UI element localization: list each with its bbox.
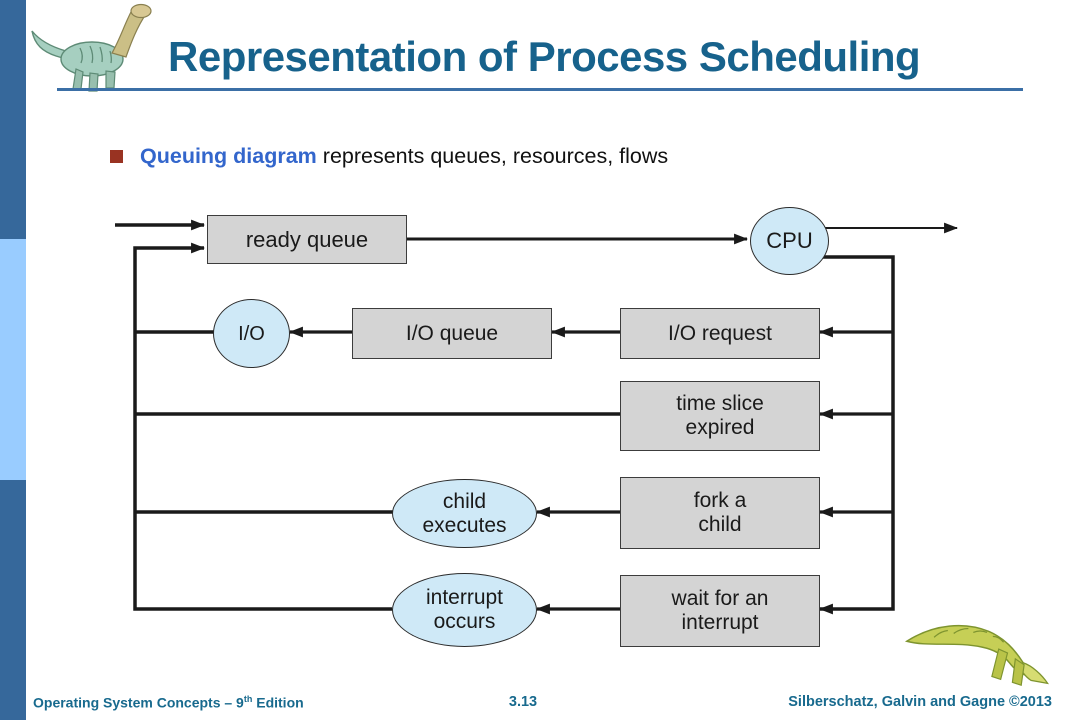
node-io: I/O xyxy=(213,299,290,368)
node-time-slice-expired: time slice expired xyxy=(620,381,820,451)
node-label: I/O request xyxy=(668,321,772,345)
dinosaur-logo xyxy=(31,3,152,92)
bullet-rest: represents queues, resources, flows xyxy=(316,144,669,168)
footer-book-sup: th xyxy=(243,694,253,704)
footer-book-suffix: Edition xyxy=(252,694,304,711)
node-ready-queue: ready queue xyxy=(207,215,407,264)
sidebar-bar-bottom xyxy=(0,480,26,720)
node-label: I/O queue xyxy=(405,321,499,345)
dinosaur-stripes xyxy=(933,627,1005,643)
node-label: ready queue xyxy=(245,226,369,252)
node-wait-for-interrupt: wait for an interrupt xyxy=(620,575,820,647)
node-cpu: CPU xyxy=(750,207,829,275)
dinosaur-stripes xyxy=(79,45,112,64)
node-interrupt-occurs: interrupt occurs xyxy=(392,573,537,647)
bullet-row: Queuing diagram represents queues, resou… xyxy=(110,144,668,169)
title-underline xyxy=(57,88,1023,91)
footer-book-title: Operating System Concepts – 9th Edition xyxy=(33,694,304,711)
line-left-feedback-loop xyxy=(133,242,392,611)
bullet-square-icon xyxy=(110,150,123,163)
dinosaur-tail xyxy=(31,30,74,60)
footer-authors: Silberschatz, Galvin and Gagne ©2013 xyxy=(788,694,1052,710)
node-label: fork a child xyxy=(693,489,747,536)
node-label: I/O xyxy=(238,322,265,345)
page-number: 3.13 xyxy=(508,694,538,710)
node-fork-a-child: fork a child xyxy=(620,477,820,549)
node-label: wait for an interrupt xyxy=(671,587,769,634)
node-label: time slice expired xyxy=(676,392,764,439)
sidebar-bar-top xyxy=(0,0,26,239)
sidebar-bar-middle xyxy=(0,239,26,480)
dinosaur-head xyxy=(130,3,152,19)
line-cpu-feedback-right xyxy=(813,255,895,615)
dinosaur-art xyxy=(904,624,1049,687)
bullet-text: Queuing diagram represents queues, resou… xyxy=(140,144,668,169)
node-label: CPU xyxy=(766,228,813,253)
node-io-queue: I/O queue xyxy=(352,308,552,359)
bullet-keyword: Queuing diagram xyxy=(140,144,317,168)
node-label: interrupt occurs xyxy=(425,586,504,633)
page-title: Representation of Process Scheduling xyxy=(168,33,921,80)
footer-book-prefix: Operating System Concepts – 9 xyxy=(33,694,244,711)
dinosaur-leg xyxy=(991,648,1025,687)
node-io-request: I/O request xyxy=(620,308,820,359)
node-child-executes: child executes xyxy=(392,479,537,548)
node-label: child executes xyxy=(422,489,507,537)
